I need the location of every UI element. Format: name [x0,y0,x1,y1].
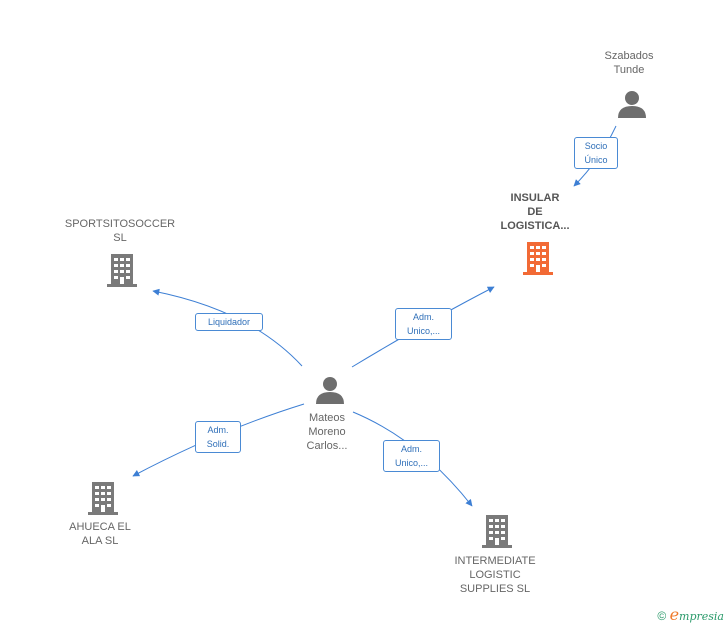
brand-logo-text: mpresia [679,610,724,623]
node-label-line: ALA SL [81,535,119,547]
relation-label-adm-solid[interactable]: Adm. Solid. [195,421,241,453]
node-label-insular[interactable]: INSULAR DE LOGISTICA... [485,191,585,233]
node-label-ahueca[interactable]: AHUECA EL ALA SL [50,520,150,548]
brand-logo-initial: e [669,605,680,624]
node-label-line: LOGISTICA... [500,220,570,232]
relation-label-line: Adm. [207,425,229,435]
relation-label-adm-insular[interactable]: Adm. Unico,... [395,308,452,340]
relation-label-adm-intermediate[interactable]: Adm. Unico,... [383,440,440,472]
node-label-intermediate[interactable]: INTERMEDIATE LOGISTIC SUPPLIES SL [440,554,550,596]
brand-footer: © empresia [657,605,724,624]
relation-label-line: Único [584,155,608,165]
building-icon[interactable] [86,480,120,516]
node-label-szabados[interactable]: Szabados Tunde [589,49,669,77]
relation-label-line: Solid. [206,439,230,449]
relation-label-line: Socio [584,141,608,151]
node-label-line: Carlos... [306,440,348,452]
node-label-line: INSULAR [510,192,560,204]
node-label-line: DE [527,206,543,218]
building-icon[interactable] [105,252,139,288]
node-label-line: Tunde [613,64,645,76]
node-label-line: LOGISTIC [469,569,521,581]
person-icon[interactable] [315,375,345,405]
node-label-mateos[interactable]: Mateos Moreno Carlos... [287,411,367,453]
person-icon[interactable] [617,89,647,119]
node-label-line: SUPPLIES SL [459,583,531,595]
node-label-line: AHUECA EL [69,521,131,533]
building-icon[interactable] [480,513,514,549]
relation-label-socio[interactable]: Socio Único [574,137,618,169]
node-label-line: Moreno [308,426,346,438]
building-icon-main[interactable] [521,240,555,276]
relation-label-line: Liquidador [207,317,251,327]
relation-label-line: Unico,... [394,458,428,468]
node-label-line: SPORTSITOSOCCER [64,218,176,230]
relation-label-line: Adm. [400,444,422,454]
node-label-line: Szabados [604,50,654,62]
relation-label-liquidador[interactable]: Liquidador [195,313,263,331]
node-label-sportsito[interactable]: SPORTSITOSOCCER SL [55,217,185,245]
node-label-line: Mateos [308,412,346,424]
relation-label-line: Adm. [412,312,434,322]
node-label-line: SL [113,232,127,244]
copyright-symbol: © [657,609,667,623]
relation-label-line: Unico,... [406,326,440,336]
node-label-line: INTERMEDIATE [454,555,536,567]
